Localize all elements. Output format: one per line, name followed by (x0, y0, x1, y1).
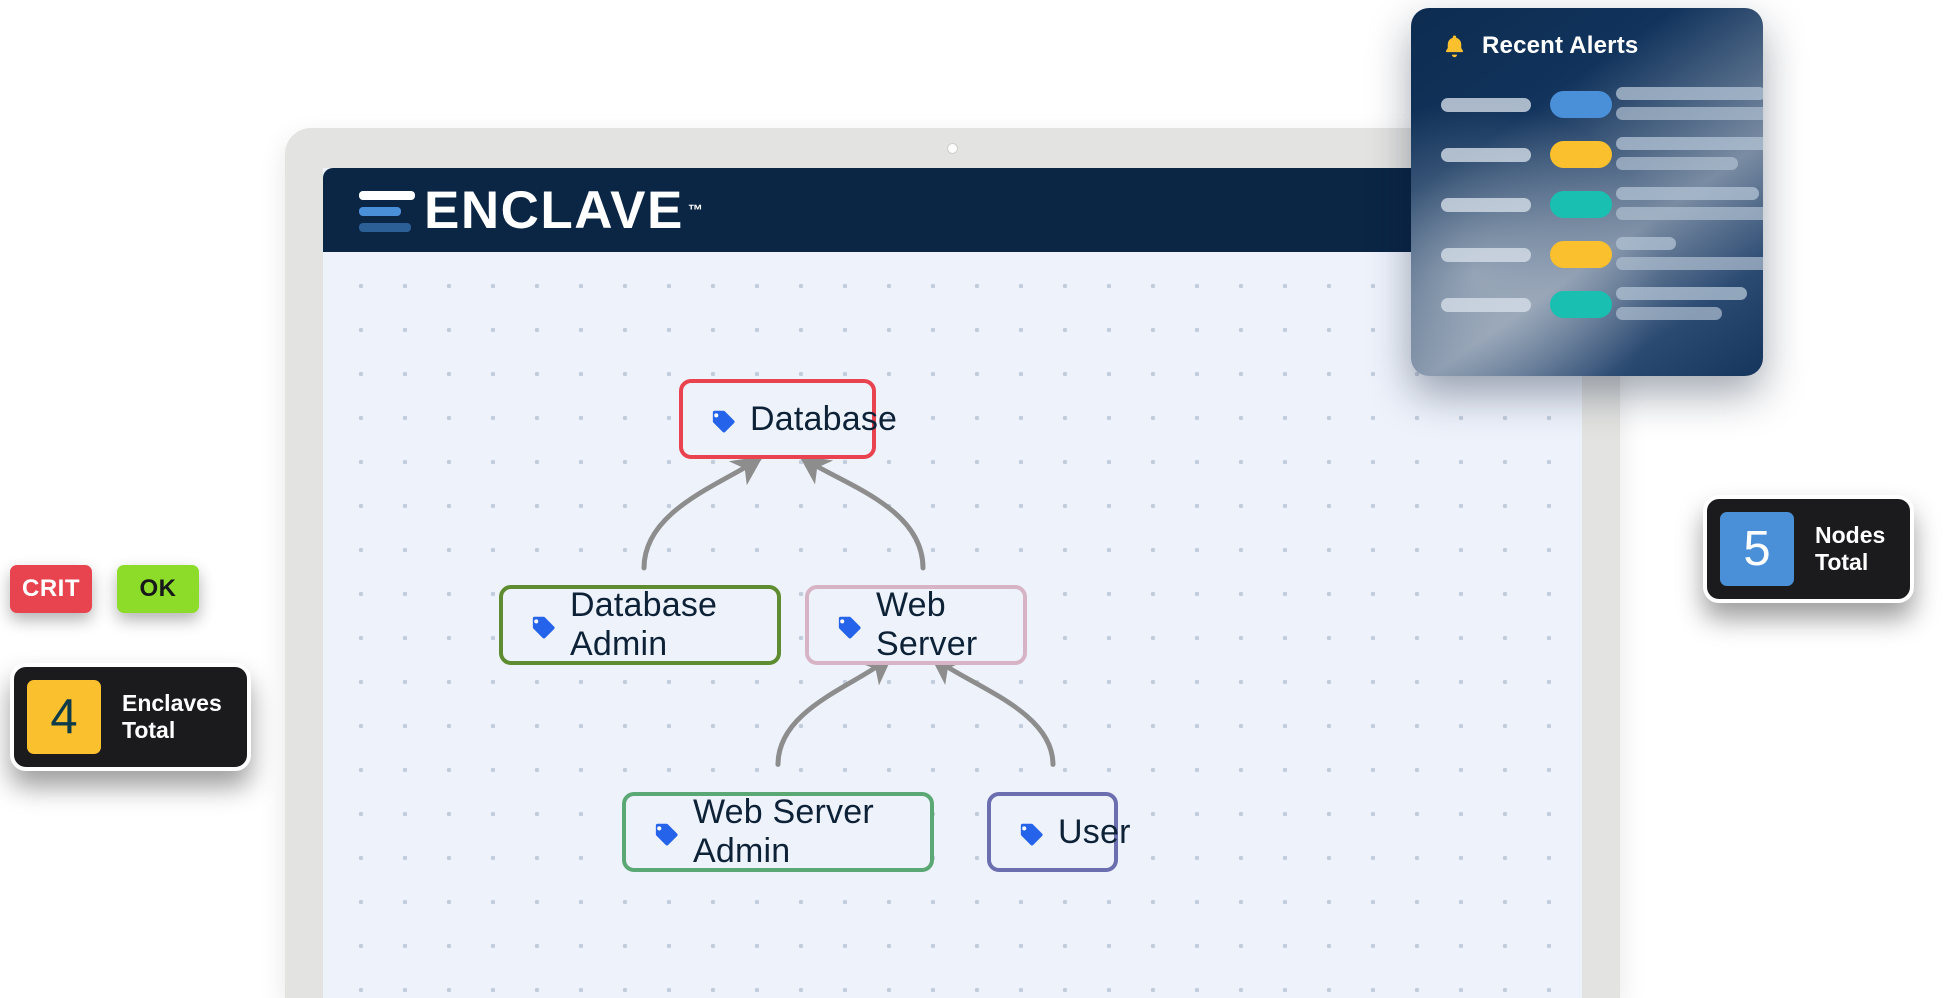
alert-detail-line-1 (1616, 137, 1763, 150)
alert-row[interactable] (1441, 130, 1763, 180)
topology-edges (641, 455, 1056, 767)
alert-severity-pill (1550, 91, 1612, 118)
alert-detail-line-2 (1616, 257, 1763, 270)
alert-severity-pill (1550, 241, 1612, 268)
alert-severity-pill (1550, 291, 1612, 318)
stat-card-enclaves[interactable]: 4 Enclaves Total (10, 663, 251, 771)
alert-name-placeholder (1441, 148, 1531, 162)
trademark-symbol: ™ (687, 201, 703, 219)
recent-alerts-panel[interactable]: Recent Alerts (1411, 8, 1763, 376)
alert-row[interactable] (1441, 180, 1763, 230)
tag-icon (711, 410, 735, 432)
alert-row[interactable] (1441, 80, 1763, 130)
alert-severity-pill (1550, 141, 1612, 168)
app-header: ENCLAVE ™ (323, 168, 1582, 252)
status-badge-crit[interactable]: CRIT (10, 565, 92, 613)
stat-card-nodes[interactable]: 5 Nodes Total (1703, 495, 1915, 603)
node-label: User (1058, 812, 1131, 851)
recent-alerts-list[interactable] (1441, 80, 1763, 330)
alert-detail-line-1 (1616, 187, 1759, 200)
laptop-frame: ENCLAVE ™ (285, 128, 1620, 998)
node-database-admin[interactable]: Database Admin (499, 585, 781, 665)
stat-label: Enclaves Total (122, 690, 222, 743)
alert-detail-line-2 (1616, 207, 1763, 220)
status-badge-label: OK (139, 575, 177, 602)
alert-severity-pill (1550, 191, 1612, 218)
status-badge-ok[interactable]: OK (117, 565, 199, 613)
alert-row[interactable] (1441, 230, 1763, 280)
alert-detail-line-2 (1616, 157, 1738, 170)
alert-detail-line-1 (1616, 287, 1747, 300)
recent-alerts-header: Recent Alerts (1441, 32, 1638, 60)
alert-name-placeholder (1441, 98, 1531, 112)
node-label: Database (750, 399, 898, 438)
status-badge-label: CRIT (22, 575, 80, 602)
webcam-icon (948, 144, 957, 153)
stat-value-tile: 4 (27, 680, 101, 754)
enclave-logomark-icon (359, 190, 415, 232)
alert-row[interactable] (1441, 280, 1747, 330)
alert-detail-line-2 (1616, 107, 1763, 120)
node-label: Web Server (876, 586, 978, 663)
recent-alerts-title: Recent Alerts (1482, 32, 1639, 59)
tag-icon (531, 616, 555, 638)
node-user[interactable]: User (987, 792, 1130, 872)
tag-icon (1019, 823, 1043, 845)
alert-detail-line-2 (1616, 307, 1722, 320)
tag-icon (654, 823, 678, 845)
tag-icon (837, 616, 861, 638)
alert-name-placeholder (1441, 198, 1531, 212)
bell-icon (1445, 34, 1464, 57)
node-web-server[interactable]: Web Server (805, 585, 1027, 665)
alert-name-placeholder (1441, 298, 1531, 312)
alert-name-placeholder (1441, 248, 1531, 262)
node-label: Database Admin (570, 586, 718, 663)
node-web-server-admin[interactable]: Web Server Admin (622, 792, 934, 872)
alert-detail-line-1 (1616, 237, 1676, 250)
enclave-logo[interactable]: ENCLAVE ™ (359, 184, 703, 237)
stat-label: Nodes Total (1815, 522, 1886, 575)
alert-detail-line-1 (1616, 87, 1763, 100)
brand-wordmark: ENCLAVE (424, 180, 684, 240)
stat-value-tile: 5 (1720, 512, 1794, 586)
laptop-screen: ENCLAVE ™ (323, 168, 1582, 998)
node-database[interactable]: Database (679, 379, 897, 459)
topology-canvas[interactable]: Database Database Admin Web Server (323, 252, 1582, 998)
node-label: Web Server Admin (693, 793, 874, 870)
